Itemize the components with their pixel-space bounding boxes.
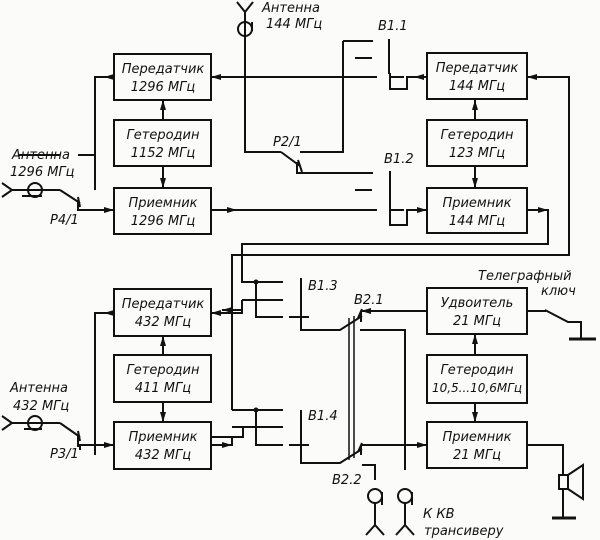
arrow-into-tx1296 [211,74,221,80]
speaker-icon [558,463,584,501]
relay-label-p21: Р2/1 [273,135,302,150]
transceiver-label-2: трансиверу [424,524,504,539]
block-title: Приемник [128,430,197,445]
block-freq: 123 МГц [449,146,505,161]
switch-label-b13: В1.3 [308,279,338,294]
block-lo123: Гетеродин 123 МГц [426,119,528,167]
block-tx432: Передатчик 432 МГц [113,288,212,337]
key-label-2: ключ [541,284,576,299]
block-rx21: Приемник 21 МГц [426,421,528,469]
antenna-label: Антенна [11,148,70,163]
antenna-icon [236,1,254,36]
block-title: Гетеродин [127,128,200,143]
antenna-432: Антенна 432 МГц [1,381,69,431]
block-freq: 10,5...10,6МГц [432,381,522,395]
block-title: Приемник [442,196,511,211]
block-lo1152: Гетеродин 1152 МГц [113,119,212,167]
switch-label-b11: В1.1 [378,19,408,34]
block-title: Удвоитель [441,296,514,311]
coax-loop-icon [27,415,43,431]
wire-b11-jog [389,73,427,90]
block-freq: 144 МГц [449,79,505,94]
junction-dot [253,407,259,413]
antenna-icon [1,182,18,198]
signal-arrows [104,74,548,448]
block-title: Передатчик [122,62,205,77]
junction-dot [253,279,259,285]
antenna-freq: 144 МГц [266,17,322,32]
wire-loop-tx144 [231,76,570,410]
kv-connectors: К КВ трансиверу [365,488,504,539]
relay-label-p31: Р3/1 [50,447,79,462]
antenna-1296: Антенна 1296 МГц [1,148,75,198]
block-freq: 1296 МГц [131,214,196,229]
antenna-144: Антенна 144 МГц [236,1,322,37]
antenna-freq: 1296 МГц [10,165,75,180]
antenna-icon [365,503,385,536]
wire-b11-to-p21 [300,41,344,153]
block-freq: 21 МГц [453,448,501,463]
block-freq: 432 МГц [135,315,191,330]
antenna-icon [395,503,415,536]
block-title: Приемник [442,430,511,445]
b13-pole [300,278,363,331]
b14-pole [300,410,363,464]
block-title: Приемник [128,196,197,211]
switch-label-b22: В2.2 [332,473,362,488]
block-freq: 21 МГц [453,314,501,329]
block-lo411: Гетеродин 411 МГц [113,354,212,403]
arrow-to-tx1296-in [104,74,114,80]
block-tx1296: Передатчик 1296 МГц [113,53,212,101]
antenna-label: Антенна [261,1,320,16]
block-doubler21: Удвоитель 21 МГц [426,287,528,335]
block-title: Гетеродин [441,363,514,378]
block-freq: 1152 МГц [131,146,196,161]
relay-label-p41: Р4/1 [50,213,79,228]
block-freq: 432 МГц [135,448,191,463]
switch-label-b21: В2.1 [354,293,384,308]
block-title: Гетеродин [127,363,200,378]
block-rx1296: Приемник 1296 МГц [113,187,212,235]
wire-ant144 [244,36,281,153]
block-freq: 1296 МГц [131,80,196,95]
switch-label-b14: В1.4 [308,409,338,424]
block-tx144: Передатчик 144 МГц [426,52,528,100]
wire-b12-jog [389,171,427,226]
coax-loop-icon [367,488,383,504]
block-rx144: Приемник 144 МГц [426,187,528,234]
block-title: Передатчик [436,61,519,76]
wire-p31-to-tx432 [94,312,114,455]
block-freq: 144 МГц [449,214,505,229]
wire-b22-to-kv [362,464,376,480]
wire-b21-to-kv [360,329,406,470]
block-lo10: Гетеродин 10,5...10,6МГц [426,354,528,404]
wire-p41-to-tx1296 [94,76,114,190]
transceiver-label: К КВ [423,507,455,522]
block-freq: 411 МГц [135,381,191,396]
antenna-label: Антенна [9,381,68,396]
antenna-freq: 432 МГц [13,399,69,414]
coax-loop-icon [27,182,43,198]
switch-label-b12: В1.2 [384,152,414,167]
coax-loop-icon [397,488,413,504]
block-title: Передатчик [122,297,205,312]
antenna-icon [1,415,18,431]
key-label: Телеграфный [478,269,572,284]
block-title: Гетеродин [441,128,514,143]
key-lever [544,309,582,339]
block-rx432: Приемник 432 МГц [113,421,212,470]
